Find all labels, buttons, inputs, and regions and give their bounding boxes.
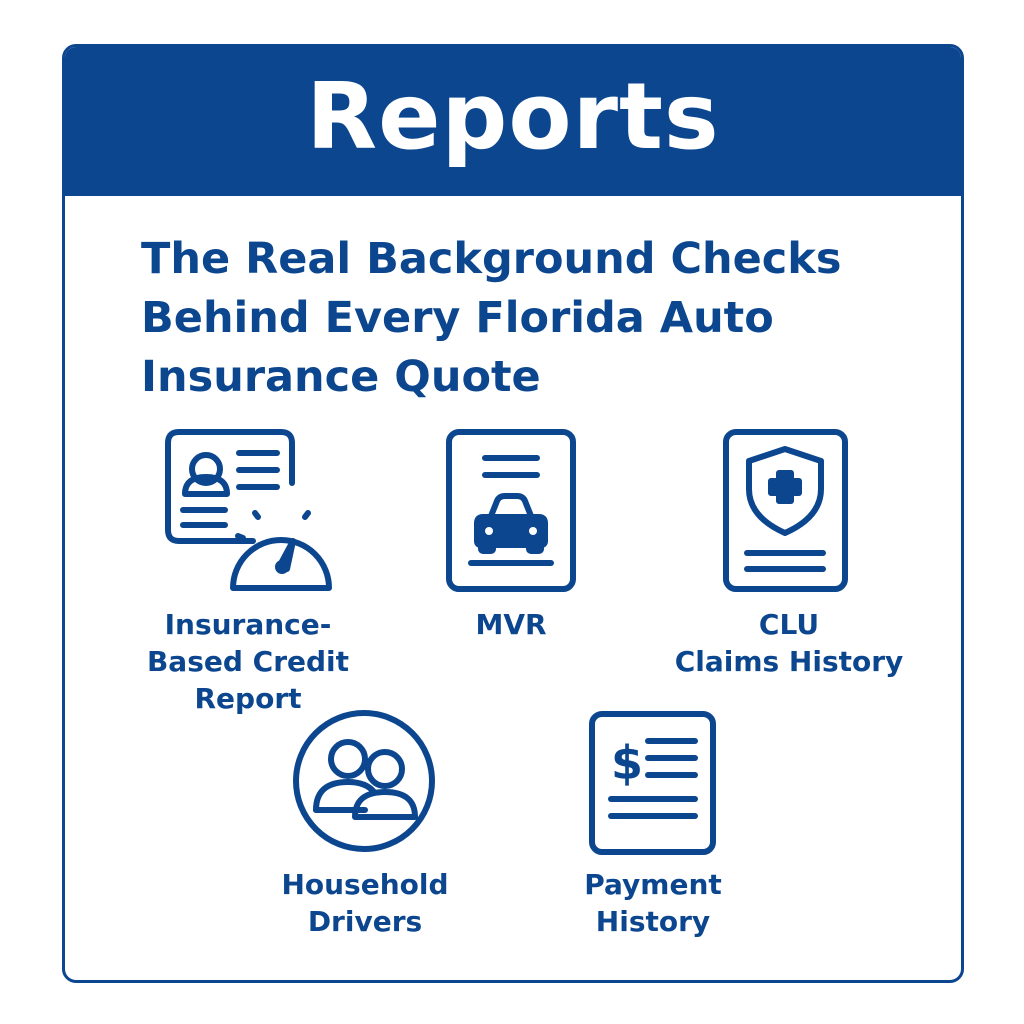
label-household: Household Drivers: [281, 868, 449, 938]
svg-text:$: $: [611, 736, 643, 790]
subtitle: The Real Background Checks Behind Every …: [141, 234, 842, 402]
shield-document-icon: [723, 429, 848, 592]
label-mvr: MVR: [475, 608, 547, 641]
label-clu: CLU Claims History: [674, 608, 904, 678]
people-circle-icon: [293, 710, 435, 852]
label-payment: Payment History: [584, 868, 722, 938]
car-document-icon: [446, 429, 576, 592]
reports-card: Reports The Real Background Checks Behin…: [62, 44, 964, 983]
dollar-document-icon: $: [589, 711, 716, 855]
header-banner: Reports: [65, 47, 961, 196]
page-title: Reports: [306, 62, 720, 170]
credit-report-gauge-icon: [165, 429, 332, 591]
label-credit-report: Insurance- Based Credit Report: [146, 608, 350, 715]
